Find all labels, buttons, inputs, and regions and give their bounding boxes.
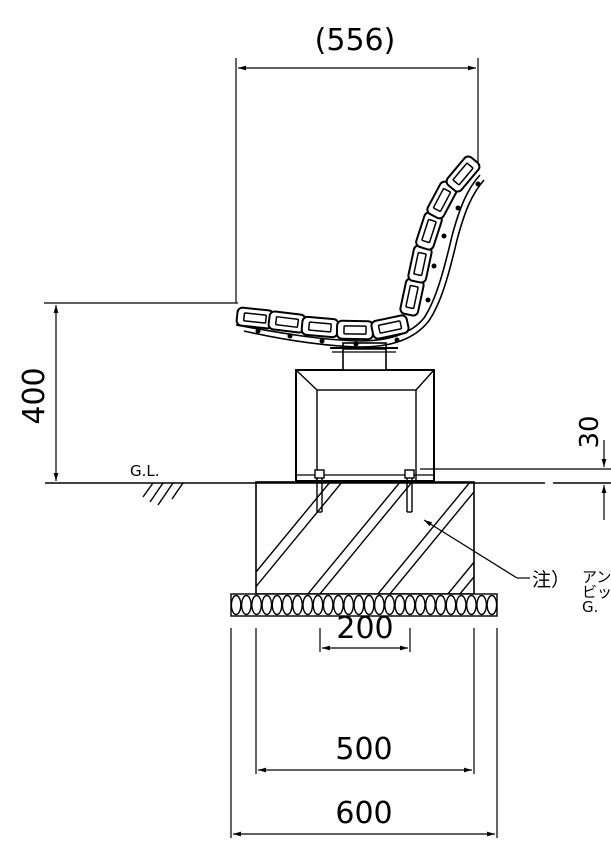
gravel-stone [240,594,252,616]
bolt-spacing-label: 200 [336,611,393,646]
gravel-stone [343,594,355,616]
gravel-stone [455,594,467,616]
embed-depth-label: 30 [575,415,605,448]
ground-level-label: G.L. [130,462,160,480]
note-leader [423,519,530,579]
back-slat [426,180,458,220]
back-slats [399,155,481,317]
anchor-bolt-left [314,469,325,513]
note-line-3: G. [582,598,598,616]
note-line-1: アン [582,568,611,586]
embed-depth-dimension [420,440,611,520]
seat-slat [370,314,410,340]
footing-width-dimension [255,628,475,774]
gravel-stone [425,594,436,616]
gravel-stone [394,594,406,616]
gravel-stone [333,594,344,616]
seat-height-label: 400 [17,367,52,424]
gravel-stone [466,594,477,616]
seat-depth-dimension [235,58,479,303]
note-mark: 注） [532,569,570,591]
footing-width-label: 500 [335,732,392,767]
gravel-stone [353,594,365,616]
anchor-bolts [314,469,415,513]
gravel-stone [312,594,324,616]
gravel-stone [271,594,283,616]
gravel-stone [281,594,293,616]
gravel-stone [384,594,395,616]
bolt-spacing-dimension [319,628,411,652]
seat-slat [267,310,307,334]
back-slat [399,277,425,317]
gravel-stone [251,594,262,616]
back-slat [415,211,443,251]
gravel-stone [292,594,303,616]
seat-frame [235,174,485,353]
seat-depth-label: (556) [315,23,396,58]
gravel-stone [322,594,334,616]
seat-slat [300,315,340,339]
seat-slats [235,306,410,341]
gravel-stone [302,594,314,616]
gravel-stone [414,594,426,616]
back-slat [407,244,433,284]
gravel-width-label: 600 [335,796,392,831]
gravel-layer [230,593,498,617]
seat-slat [335,319,375,341]
seat-height-dimension [44,302,238,481]
footing-outline [255,481,475,595]
fasteners [255,181,481,347]
note-line-2: ビッ [582,583,611,601]
anchor-bolt-right [404,469,415,513]
back-slat [445,155,481,193]
gravel-stones [230,594,498,616]
base-pedestal [295,369,435,482]
gravel-stone [363,594,375,616]
gravel-stone [261,594,273,616]
gravel-stone [373,594,385,616]
pedestal-inner [316,389,417,482]
gravel-stone [404,594,416,616]
gravel-width-dimension [230,628,498,838]
gravel-stone [435,594,447,616]
gravel-stone [476,594,488,616]
gravel-stone [445,594,457,616]
ground-hatch-symbol [142,482,184,506]
gravel-stone [230,594,242,616]
gravel-stone [486,594,498,616]
